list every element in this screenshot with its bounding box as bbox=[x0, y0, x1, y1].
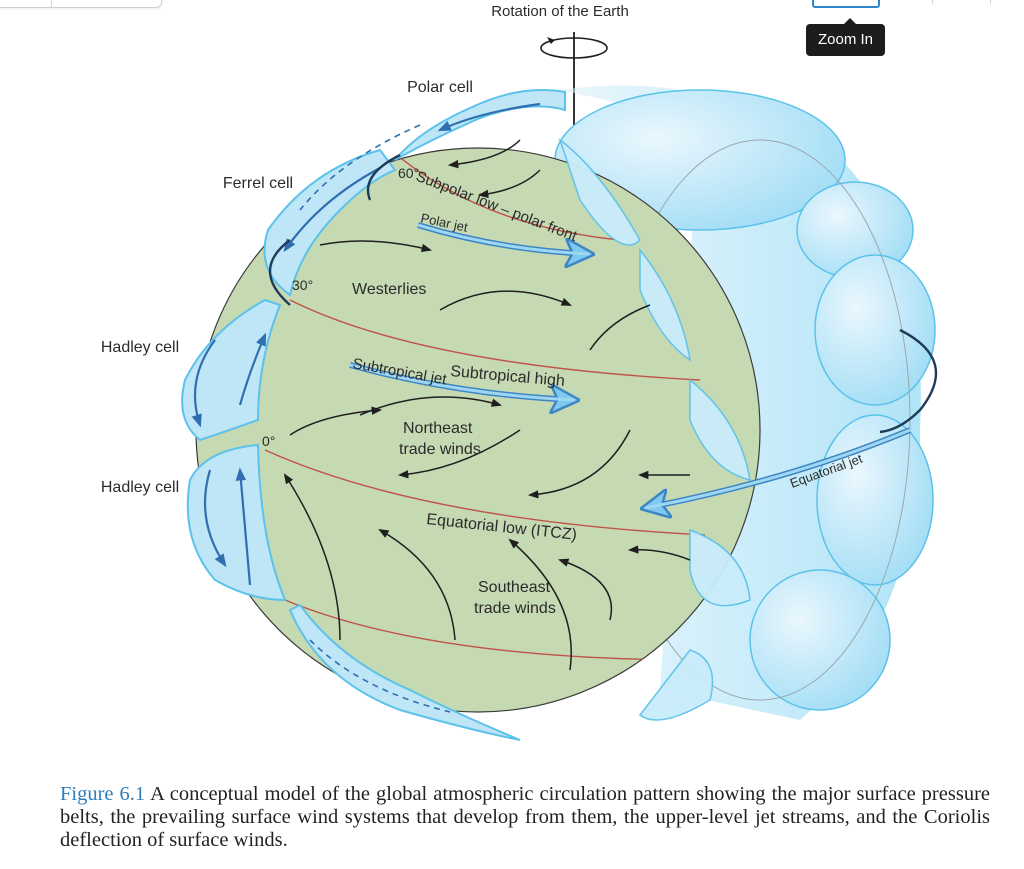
toolbar-left-group[interactable] bbox=[0, 0, 162, 8]
toolbar-divider bbox=[990, 0, 991, 4]
zoom-in-tooltip: Zoom In bbox=[806, 18, 886, 56]
zoom-toolbar bbox=[812, 0, 1024, 8]
ne-trades-line2: trade winds bbox=[399, 441, 481, 458]
polar-cell-label: Polar cell bbox=[407, 79, 473, 96]
figure-caption: Figure 6.1 A conceptual model of the glo… bbox=[60, 783, 990, 852]
toolbar-divider bbox=[51, 0, 52, 7]
latitude-30-label: 30° bbox=[292, 277, 313, 293]
hadley-cell-south-3d bbox=[816, 414, 934, 586]
hadley-cell-south-label: Hadley cell bbox=[101, 479, 179, 496]
hadley-cell-north-3d bbox=[814, 254, 936, 406]
caption-text: A conceptual model of the global atmosph… bbox=[60, 783, 990, 851]
southern-cell-section bbox=[288, 603, 521, 741]
hadley-cell-south-section bbox=[186, 443, 287, 602]
cell-dividers bbox=[558, 137, 751, 721]
se-trades-line1: Southeast bbox=[478, 579, 551, 596]
jet-ribbons bbox=[268, 153, 938, 434]
ferrel-cell-label: Ferrel cell bbox=[223, 175, 293, 192]
latitude-lines bbox=[264, 148, 706, 661]
se-trades-line2: trade winds bbox=[474, 600, 556, 617]
latitude-0-label: 0° bbox=[262, 433, 275, 449]
hadley-cell-north-section bbox=[181, 298, 282, 442]
rotation-label: Rotation of the Earth bbox=[491, 3, 629, 20]
zoom-in-button[interactable] bbox=[812, 0, 880, 8]
cell-circulation-arrows bbox=[191, 102, 541, 586]
hadley-cell-north-label: Hadley cell bbox=[101, 339, 179, 356]
figure-number[interactable]: Figure 6.1 bbox=[60, 783, 146, 805]
surface-wind-arrows bbox=[283, 139, 691, 671]
southern-cell-3d bbox=[749, 569, 891, 711]
westerlies-label: Westerlies bbox=[352, 281, 426, 298]
cell-upper-flow bbox=[299, 124, 451, 713]
ne-trades-line1: Northeast bbox=[403, 420, 473, 437]
atmospheric-circulation-diagram: Rotation of the Earth bbox=[101, 3, 938, 741]
cross-section-cells bbox=[181, 89, 566, 741]
ferrel-cell-section bbox=[263, 148, 397, 297]
toolbar-divider bbox=[932, 0, 933, 4]
jet-streams bbox=[349, 222, 912, 508]
latitude-60-label: 60° bbox=[398, 165, 419, 181]
